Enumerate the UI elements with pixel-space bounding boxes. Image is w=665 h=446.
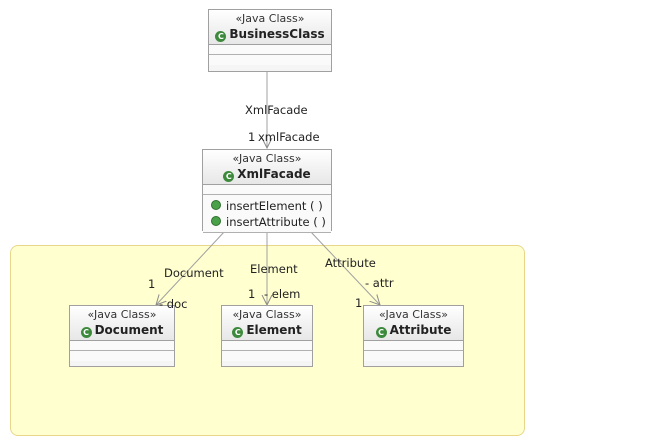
class-icon: C <box>80 327 92 338</box>
operations-compartment <box>364 351 463 361</box>
attributes-compartment <box>222 341 312 351</box>
edge-xmlfacade-attribute <box>309 230 380 305</box>
stereotype-label: «Java Class» <box>232 152 302 165</box>
class-name: Attribute <box>389 323 452 337</box>
role-element: - elem <box>264 287 301 301</box>
role-attribute: - attr <box>365 276 394 290</box>
operation-insert-element[interactable]: insertElement ( ) <box>211 198 331 214</box>
edge-name-xmlfacade: XmlFacade <box>245 103 308 117</box>
attributes-compartment <box>70 341 174 351</box>
multiplicity-document: 1 <box>148 277 156 291</box>
role-document: - doc <box>159 297 188 311</box>
class-icon: C <box>215 31 227 42</box>
operation-insert-attribute[interactable]: insertAttribute ( ) <box>211 214 331 230</box>
operations-compartment <box>70 351 174 361</box>
multiplicity-attribute: 1 <box>355 296 363 310</box>
edge-name-element: Element <box>250 262 298 276</box>
attributes-compartment <box>364 341 463 351</box>
edge-xmlfacade-document <box>156 230 226 305</box>
edge-name-document: Document <box>164 266 224 280</box>
role-xmlfacade: xmlFacade <box>258 130 320 144</box>
attributes-compartment <box>203 185 331 195</box>
class-icon: C <box>375 327 387 338</box>
stereotype-label: «Java Class» <box>235 12 305 25</box>
multiplicity-element: 1 <box>248 287 256 301</box>
operations-compartment <box>222 351 312 361</box>
class-name: BusinessClass <box>229 27 325 41</box>
attributes-compartment <box>209 45 331 55</box>
class-icon: C <box>223 171 235 182</box>
stereotype-label: «Java Class» <box>87 308 157 321</box>
operations-compartment <box>209 55 331 65</box>
stereotype-label: «Java Class» <box>232 308 302 321</box>
stereotype-label: «Java Class» <box>379 308 448 321</box>
public-method-icon <box>211 216 221 226</box>
class-name: XmlFacade <box>237 167 311 181</box>
edge-name-attribute: Attribute <box>325 256 376 270</box>
class-icon: C <box>232 327 244 338</box>
class-name: Element <box>246 323 302 337</box>
multiplicity-xmlfacade: 1 <box>248 130 256 144</box>
operations-compartment: insertElement ( ) insertAttribute ( ) <box>203 195 331 233</box>
class-name: Document <box>94 323 164 337</box>
public-method-icon <box>211 200 221 210</box>
